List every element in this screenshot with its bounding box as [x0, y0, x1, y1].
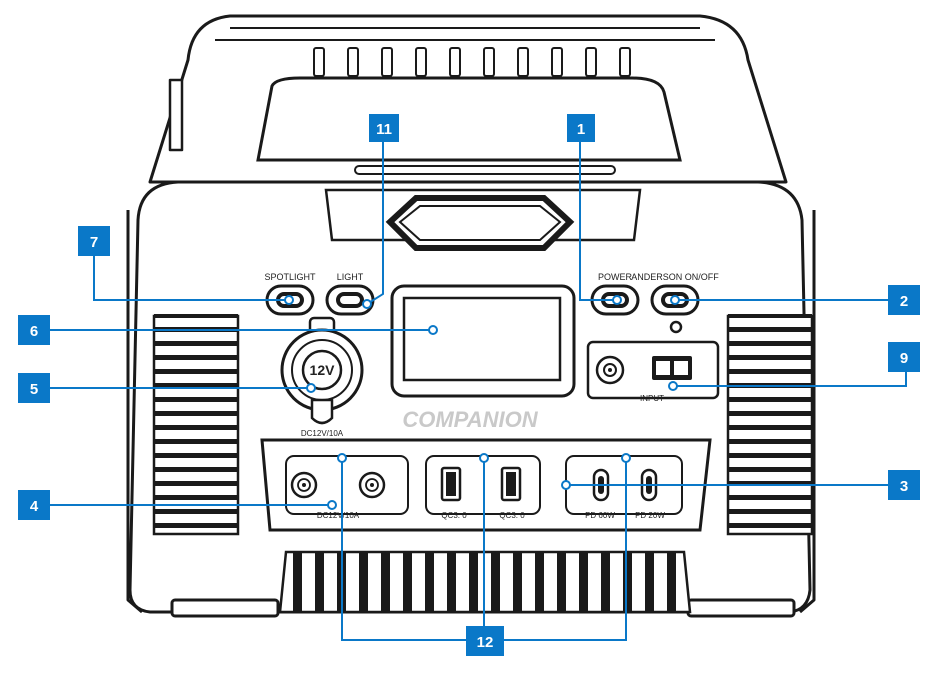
callout-2: 2 — [888, 285, 920, 315]
callout-4: 4 — [18, 490, 50, 520]
callout-3: 3 — [888, 470, 920, 500]
callout-2-number: 2 — [900, 293, 908, 310]
callout-5: 5 — [18, 373, 50, 403]
callout-5-number: 5 — [30, 381, 38, 398]
callout-12: 12 — [466, 626, 504, 656]
power-label: POWER — [598, 272, 633, 282]
callout-7-number: 7 — [90, 234, 98, 251]
anderson-indicator — [669, 320, 683, 334]
dc-port-label: DC12V/10A — [317, 511, 360, 520]
socket-rating-label: DC12V/10A — [301, 429, 344, 438]
dc-port-group — [285, 455, 409, 515]
front-handle-recess — [324, 188, 642, 251]
callout-endpoints — [284, 295, 680, 510]
brand-logo: COMPANION — [402, 407, 538, 432]
cigarette-socket — [280, 316, 364, 425]
callout-7: 7 — [78, 226, 110, 256]
qc-left-label: QC3. 0 — [441, 511, 467, 520]
qc-right-label: QC3. 0 — [499, 511, 525, 520]
input-label: INPUT — [640, 394, 664, 403]
top-grip-bar — [354, 165, 616, 175]
callout-11-number: 11 — [376, 121, 392, 138]
callout-9-number: 9 — [900, 350, 908, 367]
callout-6-number: 6 — [30, 323, 38, 340]
callout-12-number: 12 — [477, 634, 494, 651]
callout-1-number: 1 — [577, 121, 585, 138]
light-button[interactable] — [325, 284, 375, 316]
callout-leaders — [48, 140, 907, 641]
callout-11: 11 — [369, 114, 399, 142]
callout-4-number: 4 — [30, 498, 39, 515]
callout-9: 9 — [888, 342, 920, 372]
anderson-label: ANDERSON ON/OFF — [631, 272, 719, 282]
left-vent — [152, 314, 240, 536]
right-vent — [726, 314, 814, 536]
light-label: LIGHT — [337, 272, 364, 282]
callout-1: 1 — [567, 114, 595, 142]
handle-opening — [256, 76, 682, 162]
pd-left-label: PD 60W — [585, 511, 615, 520]
socket-12v-label: 12V — [310, 362, 336, 378]
pd-right-label: PD 20W — [635, 511, 665, 520]
lcd-display — [390, 284, 576, 398]
callout-3-number: 3 — [900, 478, 908, 495]
callout-6: 6 — [18, 315, 50, 345]
input-panel — [586, 340, 720, 400]
spotlight-label: SPOTLIGHT — [264, 272, 316, 282]
handle-ribs — [313, 47, 631, 77]
